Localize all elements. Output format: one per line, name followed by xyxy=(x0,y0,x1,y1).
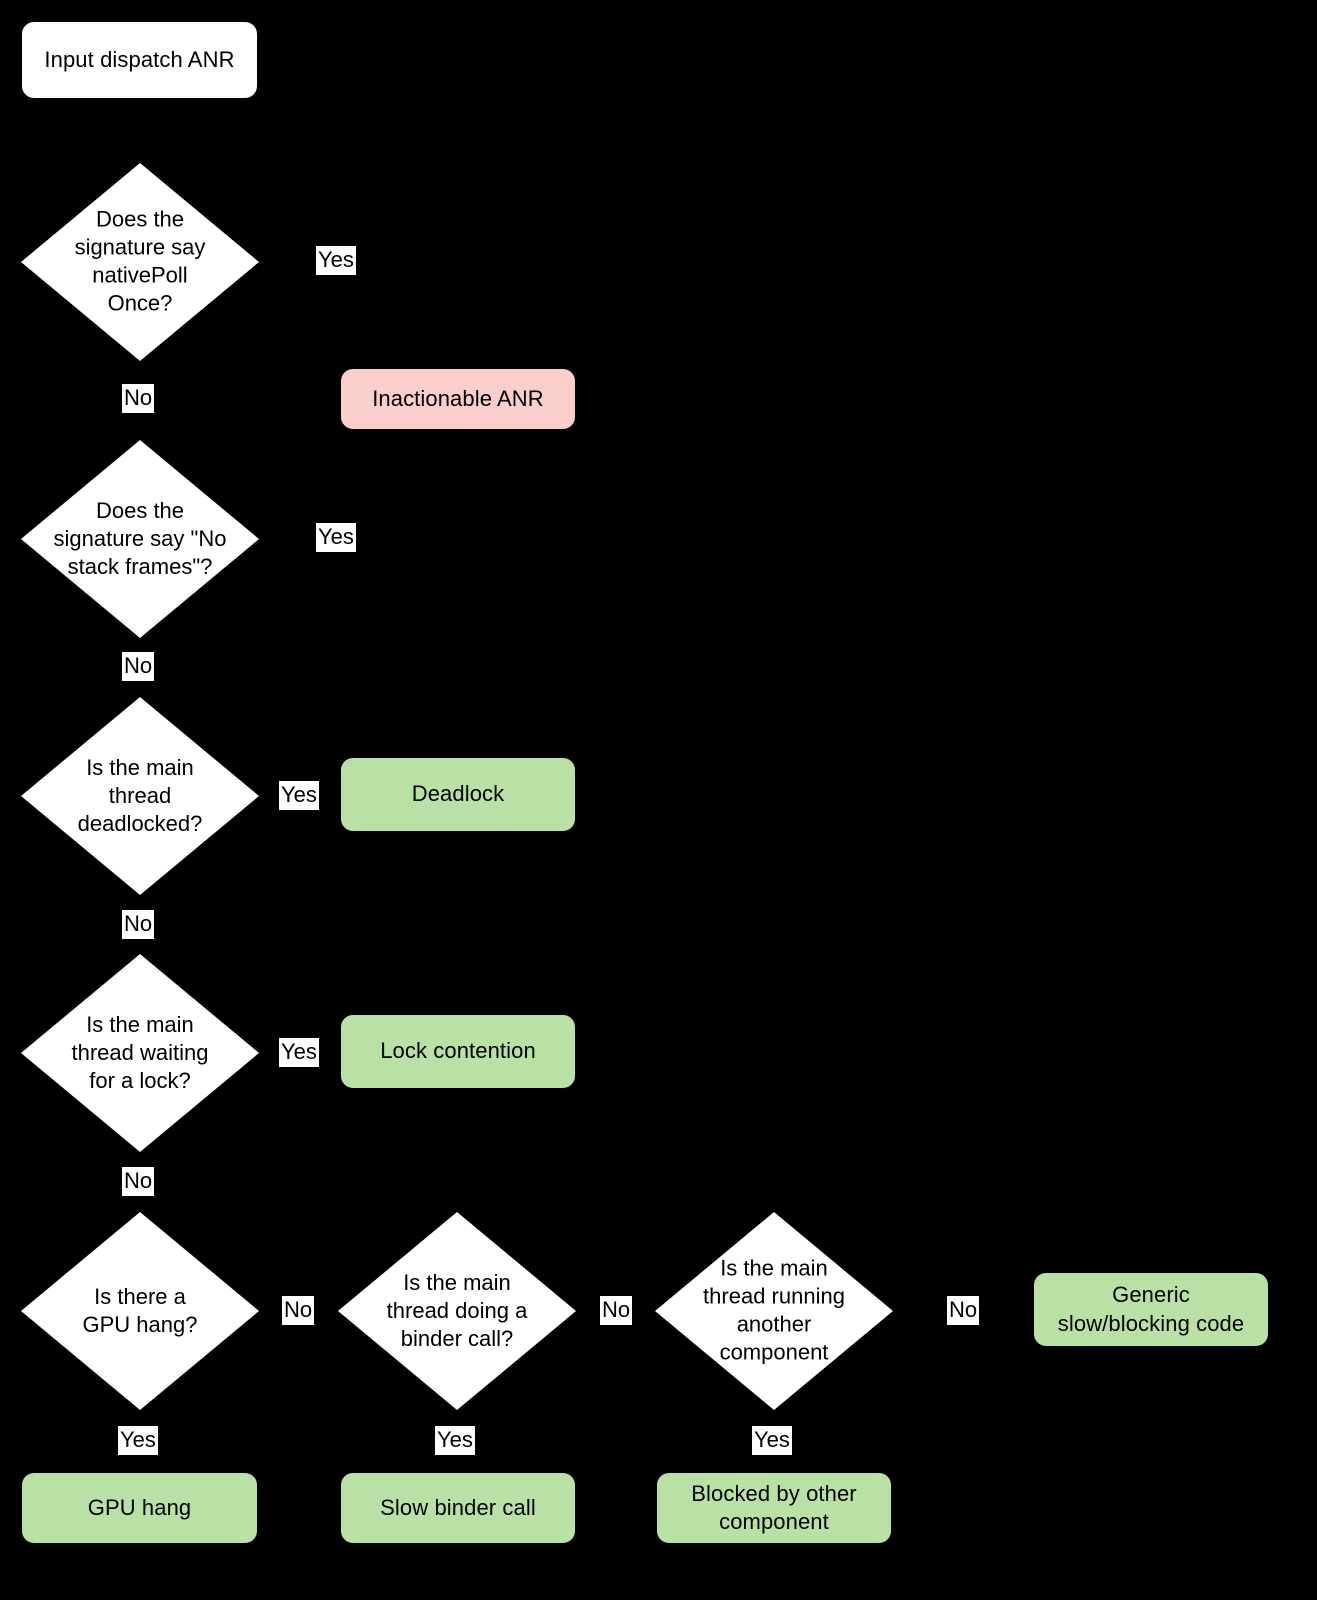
node-input-dispatch-anr[interactable]: Input dispatch ANR xyxy=(21,21,258,99)
node-label: Input dispatch ANR xyxy=(44,46,235,72)
node-generic-slow-blocking-code[interactable]: Generic slow/blocking code xyxy=(1033,1272,1269,1347)
connector-q2-yes xyxy=(258,538,340,540)
diamond-shape xyxy=(21,1212,259,1410)
decision-is-main-thread-running-another-component[interactable]: Is the main thread running another compo… xyxy=(655,1212,893,1410)
node-label: Blocked by other component xyxy=(691,1480,857,1534)
connector-q1-yes-down xyxy=(456,261,458,368)
node-label: Generic slow/blocking code xyxy=(1057,1282,1245,1336)
node-label: GPU hang xyxy=(87,1494,192,1520)
edge-label-no-other-component: No xyxy=(947,1296,980,1325)
node-slow-binder-call[interactable]: Slow binder call xyxy=(340,1472,576,1544)
node-label: Lock contention xyxy=(380,1038,536,1064)
diamond-shape xyxy=(21,954,259,1152)
edge-label-no-deadlocked: No xyxy=(122,910,155,939)
edge-label-no-nostackframes: No xyxy=(122,652,155,681)
edge-label-no-nativepollonce: No xyxy=(122,384,155,413)
edge-label-yes-nativepollonce: Yes xyxy=(316,246,356,275)
decision-does-signature-say-no-stack-frames[interactable]: Does the signature say "No stack frames"… xyxy=(21,440,259,638)
edge-label-yes-gpu-hang: Yes xyxy=(118,1426,158,1455)
diamond-shape xyxy=(338,1212,576,1410)
diamond-shape xyxy=(21,697,259,895)
edge-label-yes-nostackframes: Yes xyxy=(316,523,356,552)
node-lock-contention[interactable]: Lock contention xyxy=(340,1014,576,1089)
edge-label-yes-other-component: Yes xyxy=(752,1426,792,1455)
node-inactionable-anr[interactable]: Inactionable ANR xyxy=(340,368,576,430)
connector-q1-yes xyxy=(258,261,340,263)
edge-label-no-gpu-hang: No xyxy=(282,1296,315,1325)
decision-is-main-thread-waiting-for-a-lock[interactable]: Is the main thread waiting for a lock? xyxy=(21,954,259,1152)
node-label: Slow binder call xyxy=(380,1494,536,1520)
decision-is-there-a-gpu-hang[interactable]: Is there a GPU hang? xyxy=(21,1212,259,1410)
node-label: Deadlock xyxy=(411,781,505,807)
decision-is-main-thread-deadlocked[interactable]: Is the main thread deadlocked? xyxy=(21,697,259,895)
connector-start-to-q1 xyxy=(139,98,141,163)
diamond-shape xyxy=(655,1212,893,1410)
diamond-shape xyxy=(21,440,259,638)
edge-label-yes-binder-call: Yes xyxy=(435,1426,475,1455)
node-label: Inactionable ANR xyxy=(372,385,544,411)
edge-label-yes-deadlocked: Yes xyxy=(279,781,319,810)
node-deadlock[interactable]: Deadlock xyxy=(340,757,576,832)
node-gpu-hang[interactable]: GPU hang xyxy=(21,1472,258,1544)
node-blocked-by-other-component[interactable]: Blocked by other component xyxy=(656,1472,892,1544)
diamond-shape xyxy=(21,163,259,361)
decision-does-signature-say-nativepollonce[interactable]: Does the signature say nativePoll Once? xyxy=(21,163,259,361)
edge-label-no-waiting-lock: No xyxy=(122,1167,155,1196)
edge-label-no-binder-call: No xyxy=(600,1296,633,1325)
edge-label-yes-waiting-lock: Yes xyxy=(279,1038,319,1067)
decision-is-main-thread-doing-a-binder-call[interactable]: Is the main thread doing a binder call? xyxy=(338,1212,576,1410)
